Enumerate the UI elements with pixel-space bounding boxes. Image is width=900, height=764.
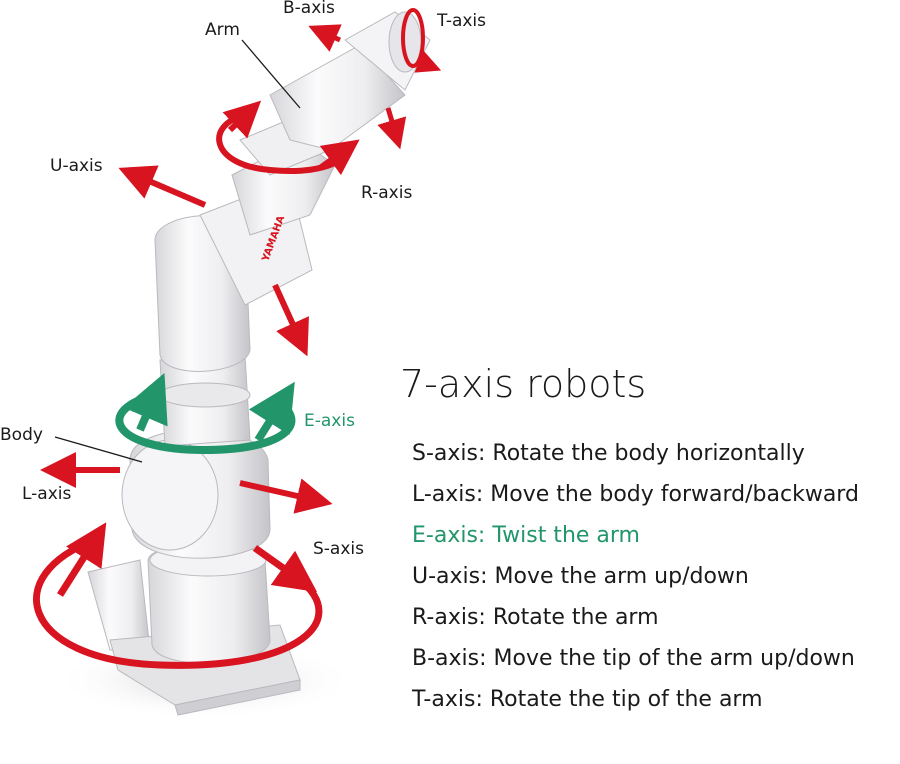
l-axis-arrow [40, 452, 333, 514]
label-l-axis: L-axis [22, 484, 72, 504]
legend-description: Move the tip of the arm up/down [493, 646, 855, 671]
label-arm: Arm [205, 20, 240, 40]
legend-axis: B-axis [412, 646, 480, 671]
t-axis-arrow [401, 8, 442, 73]
label-s-axis: S-axis [313, 539, 364, 559]
legend-item-r-axis: R-axis: Rotate the arm [412, 605, 659, 630]
s-axis-arrow [33, 522, 323, 669]
legend-axis: U-axis [412, 564, 481, 589]
legend-item-t-axis: T-axis: Rotate the tip of the arm [412, 687, 763, 712]
label-b-axis: B-axis [283, 0, 335, 18]
u-axis-arrow [118, 165, 309, 357]
legend-item-b-axis: B-axis: Move the tip of the arm up/down [412, 646, 855, 671]
r-axis-arrow [216, 100, 360, 176]
legend-description: Move the body forward/backward [490, 482, 859, 507]
legend-axis: L-axis [412, 482, 476, 507]
legend-item-l-axis: L-axis: Move the body forward/backward [412, 482, 859, 507]
legend-axis: S-axis [412, 441, 478, 466]
legend-item-e-axis: E-axis: Twist the arm [412, 523, 640, 548]
robot-illustration: YAMAHA [87, 11, 431, 716]
label-r-axis: R-axis [361, 183, 413, 203]
robot-base [87, 559, 151, 651]
robot-forearm [269, 44, 406, 151]
legend-description: Rotate the arm [492, 605, 659, 630]
legend-axis: R-axis [412, 605, 479, 630]
axis-legend: S-axis: Rotate the body horizontally L-a… [412, 433, 859, 720]
legend-axis: E-axis [412, 523, 478, 548]
body-leader-line [54, 436, 143, 463]
label-body: Body [0, 425, 43, 445]
b-axis-arrow [308, 24, 407, 150]
label-t-axis: T-axis [437, 11, 487, 31]
e-axis-arrow [115, 372, 296, 455]
label-e-axis: E-axis [304, 411, 355, 431]
label-u-axis: U-axis [50, 156, 103, 176]
legend-description: Rotate the tip of the arm [489, 687, 763, 712]
legend-description: Twist the arm [492, 523, 640, 548]
legend-axis: T-axis [412, 687, 476, 712]
legend-item-u-axis: U-axis: Move the arm up/down [412, 564, 749, 589]
legend-item-s-axis: S-axis: Rotate the body horizontally [412, 441, 805, 466]
arm-leader-line [241, 39, 301, 109]
diagram-title: 7-axis robots [400, 362, 647, 406]
legend-description: Move the arm up/down [494, 564, 749, 589]
legend-description: Rotate the body horizontally [492, 441, 805, 466]
